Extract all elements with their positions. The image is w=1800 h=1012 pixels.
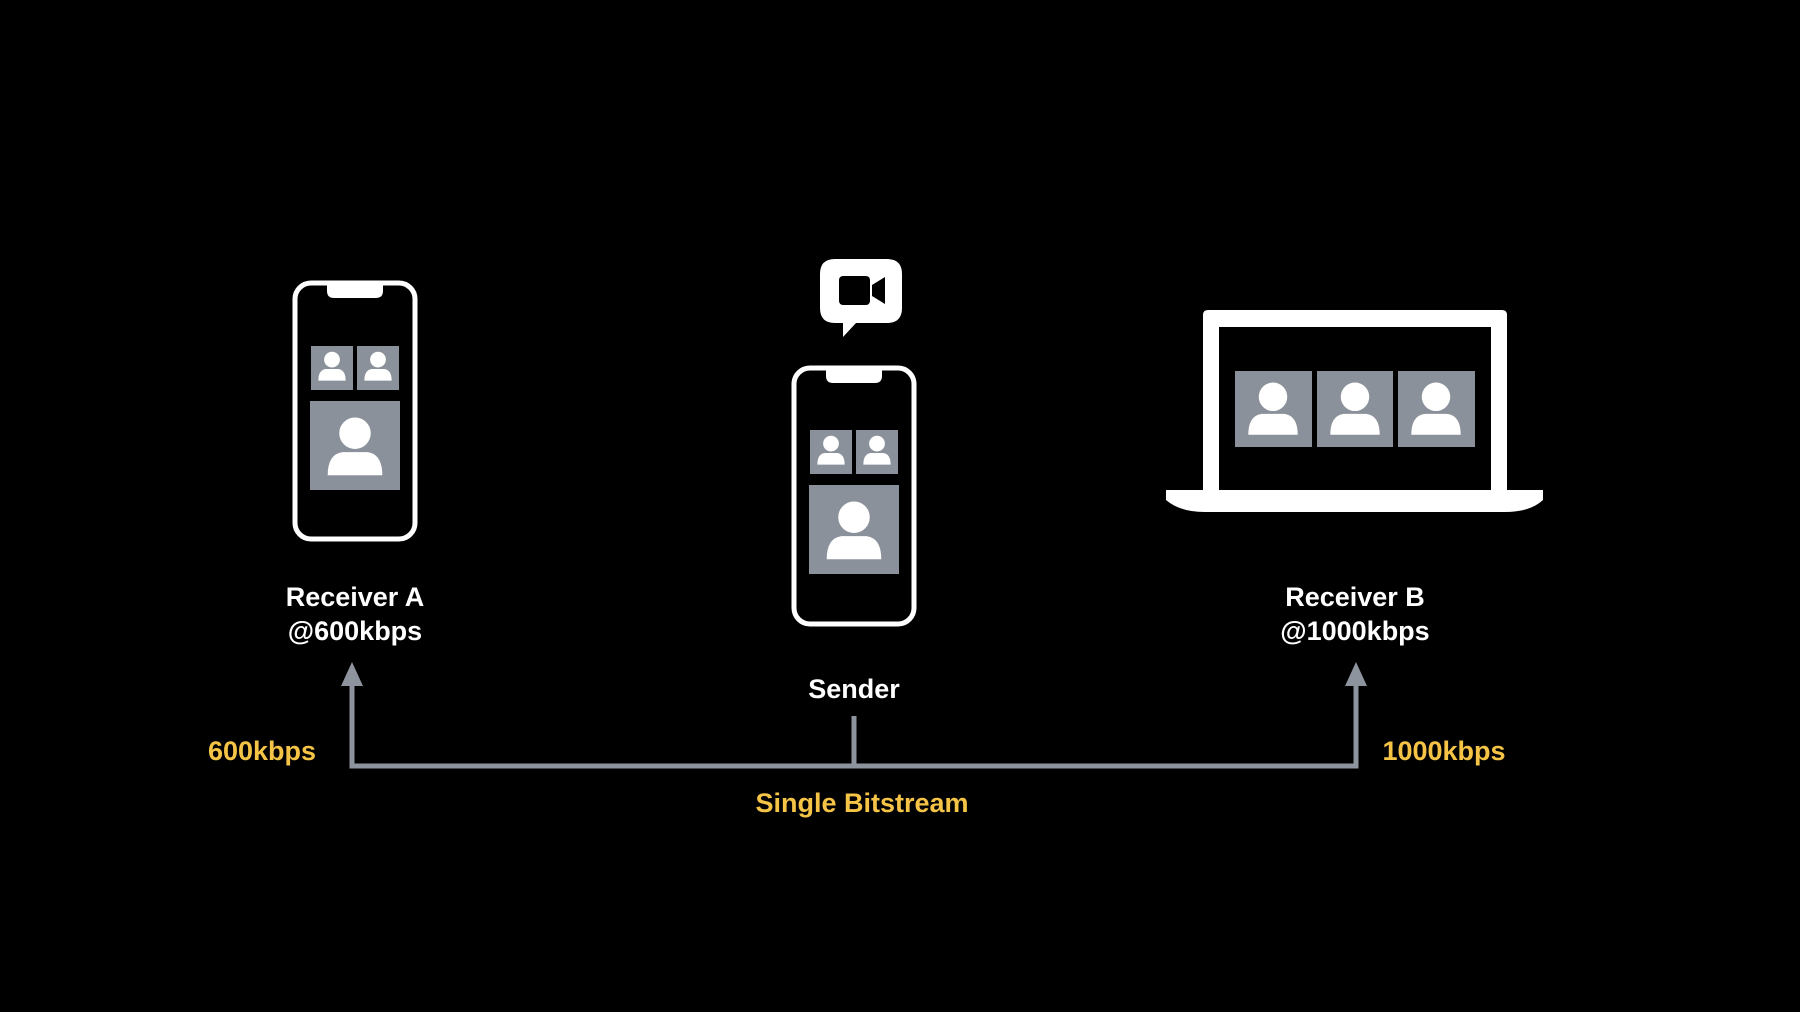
arrow-up-icon [341, 662, 363, 686]
receiver-a-label: Receiver A @600kbps [255, 580, 455, 648]
receiver-a-phone-icon [292, 280, 418, 542]
left-rate-label: 600kbps [207, 736, 317, 766]
single-bitstream-label: Single Bitstream [755, 788, 969, 818]
bitstream-connector [341, 662, 1367, 769]
video-camera-speech-bubble-icon [820, 259, 902, 337]
receiver-a-rate: @600kbps [287, 616, 423, 646]
right-rate-label: 1000kbps [1382, 736, 1506, 766]
sender-label: Sender [808, 674, 900, 704]
arrow-up-icon [1345, 662, 1367, 686]
receiver-b-rate: @1000kbps [1280, 616, 1430, 646]
receiver-b-name: Receiver B [1285, 582, 1425, 612]
receiver-a-name: Receiver A [285, 582, 425, 612]
receiver-b-laptop-icon [1166, 310, 1543, 512]
sender-phone-icon [791, 365, 917, 627]
receiver-b-label: Receiver B @1000kbps [1255, 580, 1455, 648]
